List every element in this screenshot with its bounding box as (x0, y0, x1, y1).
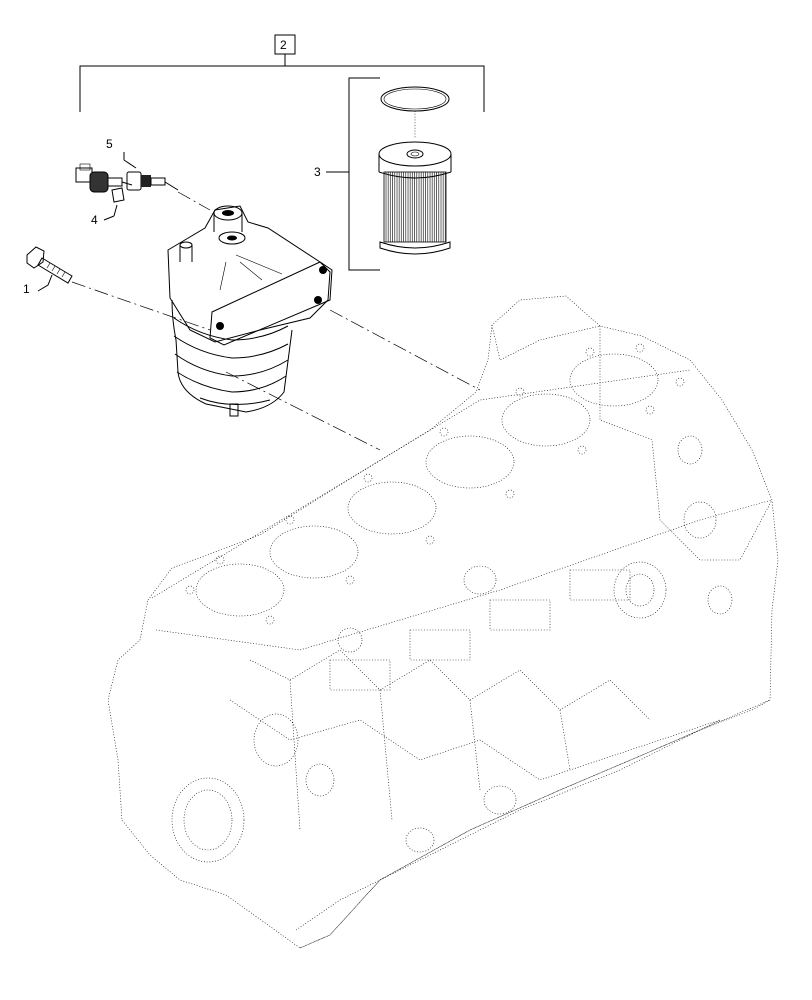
engine-block (107, 295, 779, 949)
o-ring (380, 86, 450, 112)
callout-1: 1 (23, 282, 30, 296)
assembly-bracket (79, 34, 485, 112)
callout-4: 4 (91, 213, 98, 227)
callout-5: 5 (106, 137, 113, 151)
kit-bracket (326, 77, 380, 271)
callout-3: 3 (314, 165, 321, 179)
callout-2: 2 (280, 38, 287, 52)
filter-housing (167, 205, 333, 417)
bolt (26, 246, 73, 284)
filter-element (378, 141, 452, 255)
fitting (111, 171, 179, 203)
sensor (75, 163, 133, 193)
